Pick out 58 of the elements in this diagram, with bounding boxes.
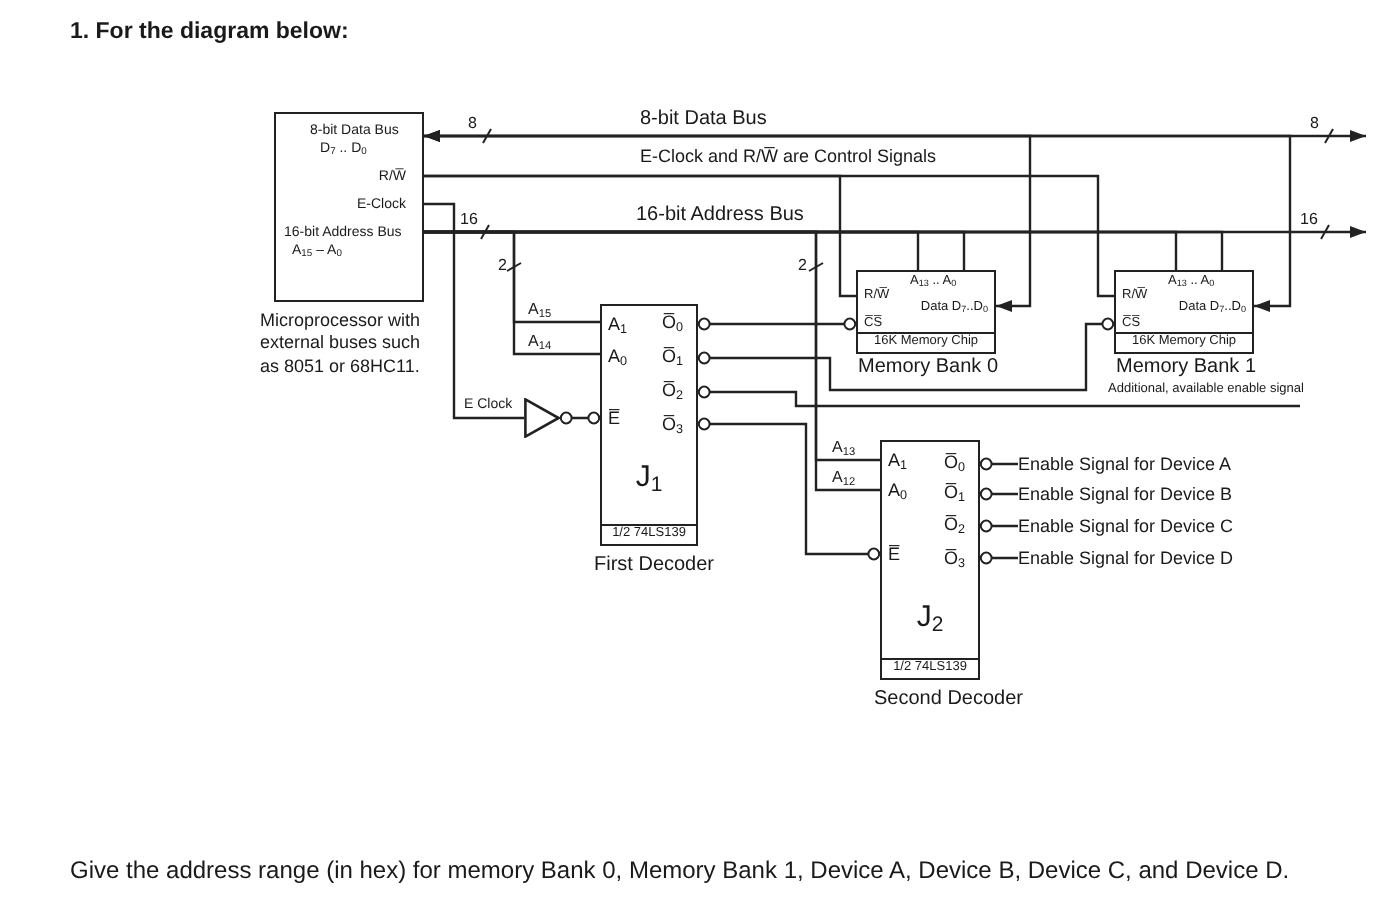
chip-label: J$_{1}$ xyxy=(635,462,663,494)
pin-label: O̅$_{1}$ xyxy=(662,348,684,367)
decoder-chip-box xyxy=(600,304,698,546)
bus-width-label: 16 xyxy=(1300,212,1318,229)
pin-label: A$_{1}$ xyxy=(608,316,628,335)
bus-label: 8-bit Data Bus xyxy=(640,110,767,131)
wire xyxy=(424,174,1114,298)
inverter-symbol xyxy=(524,398,560,438)
pin-label: A$_{0}$ xyxy=(888,482,908,501)
bus-width-label: 8 xyxy=(1310,116,1319,133)
wire xyxy=(697,317,1115,392)
pin-label: E̅ xyxy=(888,546,901,565)
bus-label: 16-bit Address Bus xyxy=(636,206,804,227)
bus-width-label: 16 xyxy=(460,212,478,229)
pin-label: O̅$_{2}$ xyxy=(944,516,966,535)
signal-label: Enable Signal for Device C xyxy=(1018,514,1234,538)
wire xyxy=(979,551,1018,565)
edge-label: A$_{14}$ xyxy=(526,334,554,351)
wire xyxy=(697,317,857,331)
question-text: Give the address range (in hex) for memory Bank 0, Memory Bank 1, Device A, Device B, Device C, and Device D. xyxy=(70,858,1290,884)
component-caption: Microprocessor with external buses such as 8051 or 68HC11. xyxy=(260,310,423,378)
pin-label: O̅$_{3}$ xyxy=(944,550,966,569)
edge-label: A$_{15}$ xyxy=(526,302,554,319)
pin-label: A$_{0}$ xyxy=(608,348,628,367)
wire xyxy=(424,202,524,420)
component-caption: First Decoder xyxy=(594,556,715,577)
wire xyxy=(697,417,881,561)
component-caption: Memory Bank 0 xyxy=(858,358,999,379)
decoder-chip-box xyxy=(880,440,980,680)
wire xyxy=(979,457,1018,471)
bus-width-label: 2 xyxy=(798,258,807,275)
signal-label: Enable Signal for Device D xyxy=(1018,546,1234,570)
wire xyxy=(559,411,601,425)
bus-width-label: 2 xyxy=(498,258,507,275)
bus-width-label: 8 xyxy=(468,116,477,133)
signal-label: Enable Signal for Device A xyxy=(1018,452,1232,476)
question-title: 1. For the diagram below: xyxy=(70,20,349,45)
pin-label: O̅$_{1}$ xyxy=(944,484,966,503)
signal-label: Enable Signal for Device B xyxy=(1018,482,1233,506)
pin-label: O̅$_{3}$ xyxy=(662,416,684,435)
wire xyxy=(697,385,1300,408)
component-caption: Second Decoder xyxy=(874,690,1023,711)
memory-chip-box xyxy=(1114,270,1254,354)
microprocessor-box xyxy=(274,112,424,302)
memory-chip-box xyxy=(856,270,996,354)
pin-label: E̅ xyxy=(608,410,621,429)
edge-label: A$_{12}$ xyxy=(830,470,858,487)
pin-label: O̅$_{0}$ xyxy=(944,454,966,473)
pin-label: O̅$_{2}$ xyxy=(662,382,684,401)
wire xyxy=(979,487,1018,501)
pin-label: A$_{1}$ xyxy=(888,452,908,471)
edge-label: A$_{13}$ xyxy=(830,440,858,457)
pin-label: O̅$_{0}$ xyxy=(662,314,684,333)
bus-label: E-Clock and R/W̅ are Control Signals xyxy=(640,148,937,167)
bus-arrow xyxy=(424,130,1366,142)
chip-label: J$_{2}$ xyxy=(916,602,944,634)
wire xyxy=(979,519,1018,533)
component-caption: Memory Bank 1 xyxy=(1116,358,1257,379)
